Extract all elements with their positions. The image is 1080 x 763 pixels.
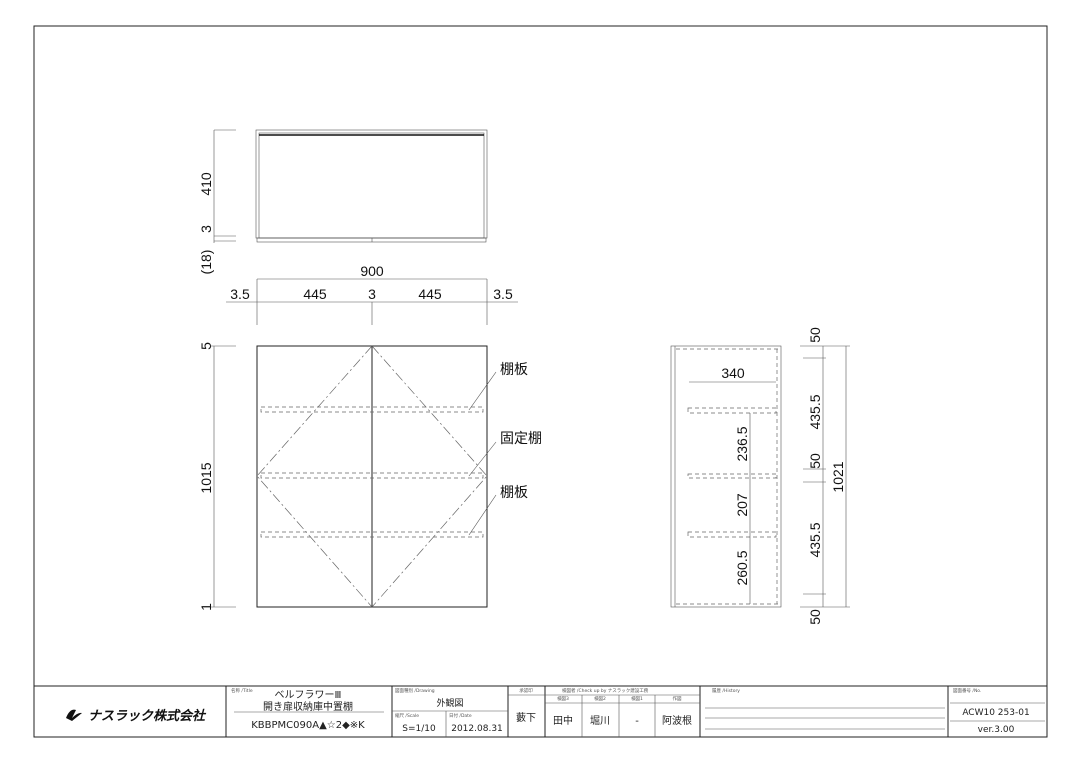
checker-1: - <box>635 716 639 727</box>
company-logo: ナスラック株式会社 <box>66 708 207 724</box>
series-name: ベルフラワーⅢ <box>275 689 342 701</box>
drawing-type: 外観図 <box>436 697 463 709</box>
callout-shelf-2: 棚板 <box>500 485 528 501</box>
check-col-2: 検図2 <box>594 695 606 702</box>
side-depth-dim: 340 <box>721 365 745 381</box>
gap-dim: 3 <box>198 225 214 233</box>
depth-dim: 410 <box>198 172 214 196</box>
check-col-1: 検図1 <box>631 695 643 702</box>
thickness-dim: (18) <box>198 250 214 275</box>
side-inner-dim-2: 207 <box>734 493 750 517</box>
title-block: ナスラック株式会社 名称 /Title ベルフラワーⅢ 開き扉収納庫中置棚 KB… <box>33 685 1048 738</box>
version: ver.3.00 <box>978 725 1015 735</box>
top-gap-dim: 5 <box>198 342 214 350</box>
side-inner-dim-1: 236.5 <box>734 426 750 461</box>
side-outer-dim-3: 50 <box>807 453 823 469</box>
drafter-col: 作図 <box>673 695 682 702</box>
side-outer-dim-4: 435.5 <box>807 522 823 557</box>
width-dimensions: 900 3.5 445 3 445 3.5 <box>226 263 518 325</box>
number-label: 図面番号 /No. <box>953 687 981 694</box>
center-gap-dim: 3 <box>368 286 376 302</box>
product-name: 開き扉収納庫中置棚 <box>263 700 353 713</box>
drawing-label: 図面種別 /Drawing <box>395 687 435 694</box>
edge-right-dim: 3.5 <box>493 286 513 302</box>
door-right-dim: 445 <box>418 286 442 302</box>
door-left-dim: 445 <box>303 286 327 302</box>
check-col-3: 検図3 <box>557 695 569 702</box>
side-inner-dim-3: 260.5 <box>734 550 750 585</box>
scale-value: S=1/10 <box>402 724 436 734</box>
approval-label: 承認印 <box>519 687 533 694</box>
drafter: 阿波根 <box>662 714 692 727</box>
side-outer-dim-1: 50 <box>807 327 823 343</box>
side-view: 340 236.5 207 260.5 50 435.5 50 435.5 50… <box>670 327 850 625</box>
drawing-border <box>33 25 1048 738</box>
drawing-number: ACW10 253-01 <box>962 708 1029 718</box>
checker-3: 田中 <box>553 714 573 727</box>
height-dim: 1015 <box>198 462 214 493</box>
approver: 藪下 <box>516 711 536 724</box>
callout-fixed-shelf: 固定棚 <box>500 431 542 447</box>
front-view: 棚板 固定棚 棚板 5 1015 1 <box>198 342 542 611</box>
date-value: 2012.08.31 <box>451 724 503 734</box>
bottom-gap-dim: 1 <box>198 603 214 611</box>
side-outer-dim-2: 435.5 <box>807 394 823 429</box>
model-number: KBBPMC090A▲☆2◆※K <box>251 720 365 731</box>
checker-2: 堀川 <box>590 715 610 727</box>
side-outer-dim-5: 50 <box>807 609 823 625</box>
history-label: 履歴 /History <box>712 688 740 694</box>
date-label: 日付 /Date <box>449 712 472 719</box>
edge-left-dim: 3.5 <box>230 286 250 302</box>
callout-shelf-1: 棚板 <box>500 362 528 378</box>
checked-label: 検図者 /Check up by ナスラック建設工務 <box>562 687 649 694</box>
title-label: 名称 /Title <box>231 687 253 694</box>
total-width-dim: 900 <box>360 263 384 279</box>
company-name: ナスラック株式会社 <box>88 708 207 724</box>
scale-label: 縮尺 /Scale <box>395 712 419 719</box>
side-total-dim: 1021 <box>830 461 846 492</box>
top-view: 410 3 (18) <box>198 129 488 275</box>
